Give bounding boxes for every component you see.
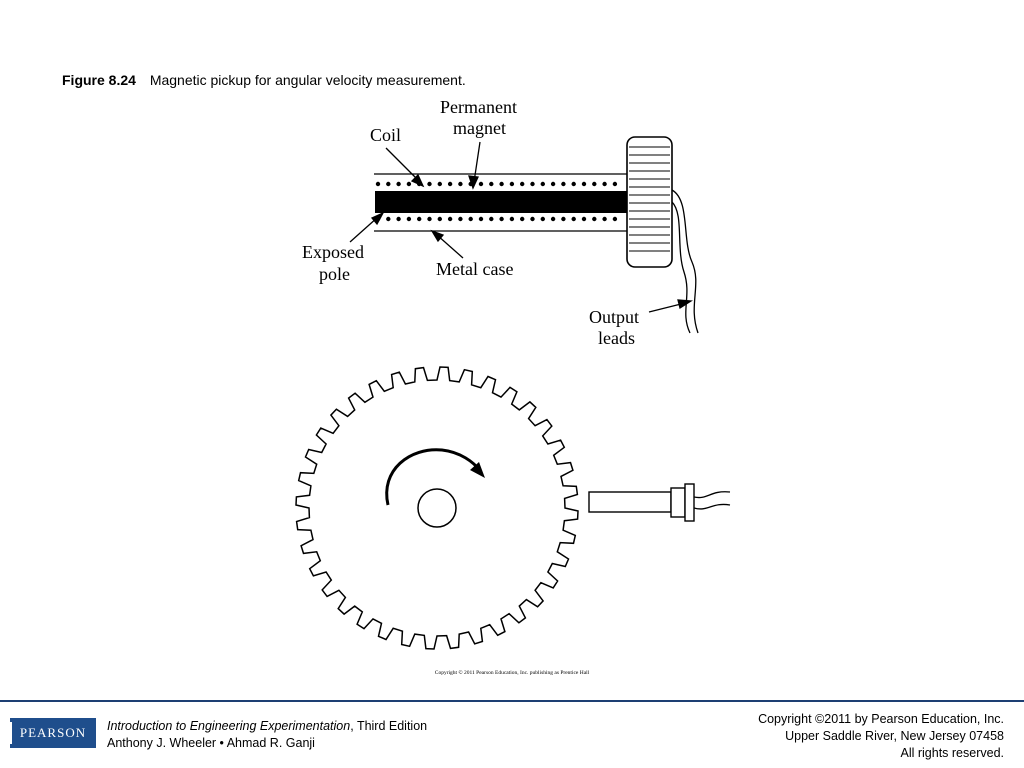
coil-winding-dot: [612, 216, 618, 222]
book-title-line: Introduction to Engineering Experimentat…: [107, 718, 427, 735]
book-title: Introduction to Engineering Experimentat…: [107, 719, 351, 733]
coil-winding-dot: [406, 181, 412, 187]
coil-winding-dot: [550, 181, 556, 187]
coil-winding-dot: [478, 216, 484, 222]
book-authors: Anthony J. Wheeler • Ahmad R. Ganji: [107, 736, 315, 750]
coil-winding-dot: [581, 181, 587, 187]
coil-winding-dot: [375, 181, 381, 187]
coil-winding-dot: [592, 216, 597, 222]
figure-number: Figure 8.24: [62, 72, 136, 88]
copyright-line: Copyright ©2011 by Pearson Education, In…: [758, 712, 1004, 726]
coil-winding-dot: [489, 216, 494, 222]
address-line: Upper Saddle River, New Jersey 07458: [785, 729, 1004, 743]
coil-winding-dot: [499, 181, 504, 187]
copyright-block: Copyright ©2011 by Pearson Education, In…: [758, 711, 1004, 762]
coil-winding-dot: [417, 216, 422, 222]
coil-winding-dot: [602, 216, 607, 222]
coil-winding-dot: [447, 181, 453, 187]
pickup-body: [588, 491, 672, 513]
label-arrows: [349, 141, 693, 313]
coil-winding-dot: [509, 216, 515, 222]
coil-winding-dot: [612, 181, 618, 187]
coil-winding-dot: [437, 216, 442, 222]
coil-winding-dot: [386, 181, 391, 187]
figure-caption: Figure 8.24 Magnetic pickup for angular …: [62, 72, 466, 88]
rotation-arrow-head: [470, 462, 485, 478]
pickup-assembly: [374, 136, 699, 334]
coil-winding-dot: [520, 216, 525, 222]
book-edition: , Third Edition: [350, 719, 428, 733]
connector-ridges: [629, 146, 670, 252]
pickup-collar: [670, 487, 686, 518]
coil-winding-dot: [550, 216, 556, 222]
output-lead-1: [671, 189, 699, 334]
label-pole: pole: [319, 264, 350, 284]
rotation-arrow: [385, 448, 482, 506]
coil-winding-dot: [478, 181, 484, 187]
coil-winding-dot: [561, 216, 566, 222]
permanent-magnet: [375, 191, 627, 213]
footer-divider: [0, 700, 1024, 702]
coil-winding-dot: [396, 216, 401, 222]
coil-winding-dot: [520, 181, 525, 187]
coil-winding-dot: [386, 216, 391, 222]
coil-winding-dot: [540, 216, 545, 222]
coil-winding-dot: [509, 181, 515, 187]
coil-winding-dot: [447, 216, 453, 222]
pickup-cap: [684, 483, 695, 522]
coil-winding-dot: [396, 181, 401, 187]
label-exposed: Exposed: [302, 242, 364, 262]
rights-line: All rights reserved.: [900, 746, 1004, 760]
coil-winding-dot: [468, 216, 473, 222]
coil-winding-dot: [427, 181, 432, 187]
coil-winding-dot: [489, 181, 494, 187]
coil-top-windings: [375, 181, 618, 187]
pickup-sensor: [588, 483, 731, 522]
book-info: Introduction to Engineering Experimentat…: [107, 718, 427, 752]
label-magnet: magnet: [453, 118, 506, 138]
coil-winding-dot: [427, 216, 432, 222]
label-metal-case: Metal case: [436, 259, 513, 279]
output-lead-2: [671, 201, 691, 334]
label-permanent: Permanent: [440, 97, 517, 117]
pickup-lead-2: [693, 503, 731, 510]
coil-winding-dot: [540, 181, 545, 187]
coil-winding-dot: [571, 216, 576, 222]
logo-bar: [10, 722, 12, 744]
toothed-gear: [295, 366, 579, 650]
label-output: Output: [589, 307, 639, 327]
coil-winding-dot: [530, 181, 535, 187]
logo-text: PEARSON: [19, 725, 87, 740]
image-credit: Copyright © 2011 Pearson Education, Inc.…: [435, 669, 590, 676]
coil-winding-dot: [406, 216, 412, 222]
coil-winding-dot: [530, 216, 535, 222]
label-coil: Coil: [370, 125, 401, 145]
coil-winding-dot: [571, 181, 576, 187]
coil-winding-dot: [458, 216, 463, 222]
coil-winding-dot: [437, 181, 442, 187]
pickup-lead-1: [693, 491, 731, 499]
coil-winding-dot: [561, 181, 566, 187]
label-leads: leads: [598, 328, 635, 348]
coil-winding-dot: [499, 216, 504, 222]
gear-hub: [417, 488, 457, 528]
coil-bottom-windings: [375, 216, 618, 222]
coil-winding-dot: [592, 181, 597, 187]
coil-winding-dot: [602, 181, 607, 187]
connector-head: [626, 136, 673, 268]
coil-winding-dot: [458, 181, 463, 187]
coil-winding-dot: [581, 216, 587, 222]
pearson-logo: PEARSON: [10, 718, 96, 748]
figure-caption-text: Magnetic pickup for angular velocity mea…: [149, 72, 466, 88]
